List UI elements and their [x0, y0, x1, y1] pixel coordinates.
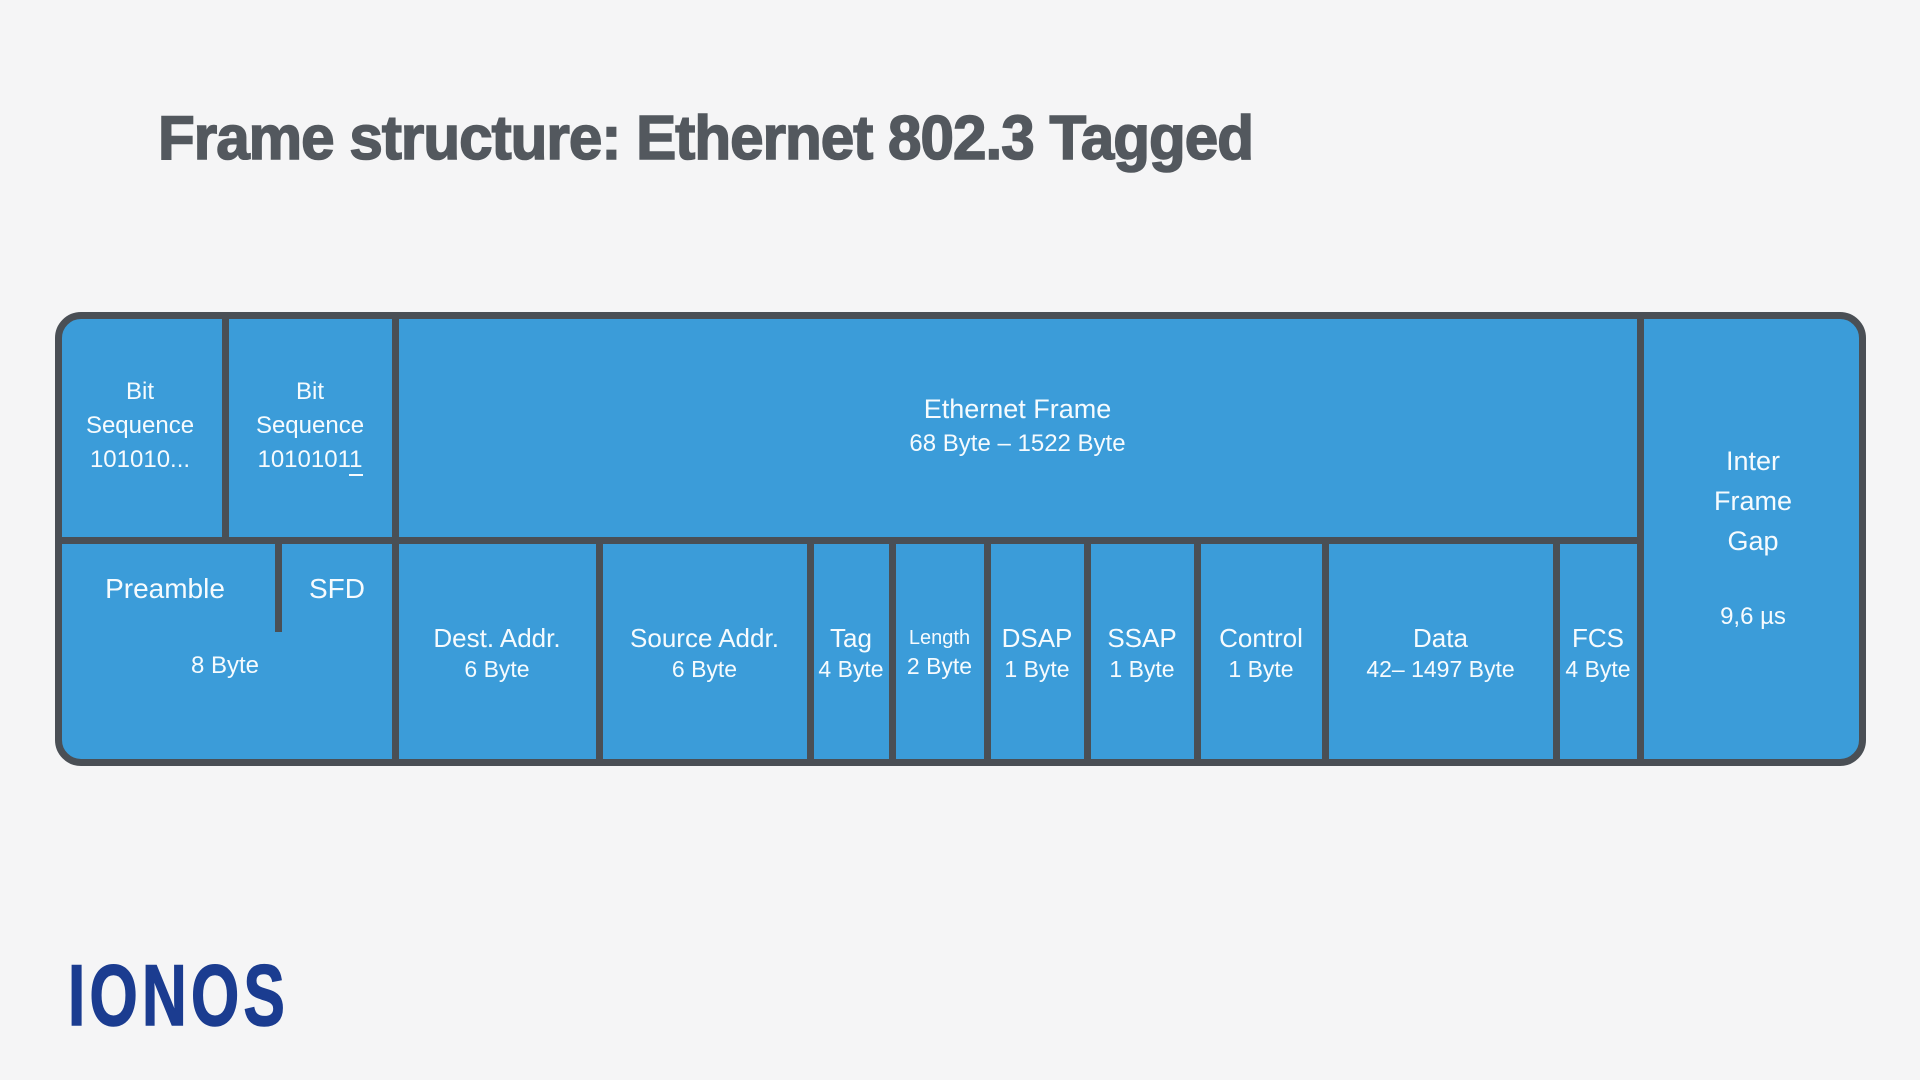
cell-dest-addr: Dest. Addr. 6 Byte: [395, 540, 599, 766]
bit-sequence-2-value: 10101011: [257, 443, 363, 477]
cell-ssap: SSAP 1 Byte: [1087, 540, 1197, 766]
cell-tag: Tag 4 Byte: [810, 540, 892, 766]
dest-addr-size: 6 Byte: [464, 655, 530, 682]
divider-ssap-control: [1194, 540, 1201, 766]
sfd-label: SFD: [309, 573, 365, 604]
control-size: 1 Byte: [1228, 655, 1294, 682]
preamble-size-label: 8 Byte: [190, 652, 260, 679]
dsap-size: 1 Byte: [1004, 655, 1070, 682]
cell-ethernet-frame: Ethernet Frame 68 Byte – 1522 Byte: [395, 312, 1640, 540]
fcs-label: FCS: [1572, 622, 1624, 653]
divider-source-tag: [807, 540, 814, 766]
ethernet-frame-size: 68 Byte – 1522 Byte: [909, 430, 1126, 457]
control-label: Control: [1219, 622, 1303, 653]
divider-length-dsap: [984, 540, 991, 766]
dsap-label: DSAP: [1001, 622, 1073, 653]
source-addr-size: 6 Byte: [671, 655, 738, 682]
preamble-label: Preamble: [105, 573, 225, 604]
data-size: 42– 1497 Byte: [1366, 655, 1515, 682]
tag-size: 4 Byte: [818, 655, 884, 682]
inter-frame-gap-line2: Frame: [1713, 486, 1792, 516]
cell-inter-frame-gap: Inter Frame Gap 9,6 µs: [1640, 312, 1866, 766]
cell-control: Control 1 Byte: [1197, 540, 1325, 766]
source-addr-label: Source Addr.: [630, 622, 779, 653]
bit-sequence-1-line1: Bit: [125, 378, 154, 405]
bit-sequence-1-value: 101010...: [89, 446, 191, 473]
length-label: Length: [908, 626, 971, 649]
divider-tag-length: [889, 540, 896, 766]
bit-sequence-2-value-prefix: 1010101: [257, 446, 350, 473]
cell-fcs: FCS 4 Byte: [1556, 540, 1640, 766]
page-title: Frame structure: Ethernet 802.3 Tagged: [157, 104, 1255, 173]
cell-bit-sequence-1: Bit Sequence 101010...: [55, 312, 225, 540]
cell-dsap: DSAP 1 Byte: [987, 540, 1087, 766]
divider-row: [55, 537, 1640, 544]
cell-data: Data 42– 1497 Byte: [1325, 540, 1556, 766]
cell-source-addr: Source Addr. 6 Byte: [599, 540, 810, 766]
bit-sequence-2-line1: Bit: [295, 378, 324, 405]
cell-sfd: SFD: [282, 540, 392, 638]
inter-frame-gap-value: 9,6 µs: [1720, 603, 1786, 630]
bit-sequence-1-line2: Sequence: [85, 412, 195, 439]
divider-fcs-interframegap: [1637, 312, 1644, 766]
divider-dest-source: [596, 540, 603, 766]
inter-frame-gap-line1: Inter: [1725, 446, 1781, 476]
bit-sequence-2-value-underlined: 1: [349, 446, 363, 476]
length-size: 2 Byte: [906, 652, 973, 679]
divider-control-data: [1322, 540, 1329, 766]
cell-bit-sequence-2: Bit Sequence 10101011: [225, 312, 395, 540]
ionos-logo: IONOS: [67, 948, 290, 1044]
divider-data-fcs: [1553, 540, 1560, 766]
inter-frame-gap-line3: Gap: [1727, 526, 1779, 556]
ssap-size: 1 Byte: [1109, 655, 1175, 682]
divider-bitseq1-bitseq2: [222, 312, 229, 543]
cell-length: Length 2 Byte: [892, 540, 987, 766]
cell-preamble: Preamble: [55, 540, 275, 638]
fcs-size: 4 Byte: [1565, 655, 1631, 682]
bit-sequence-2-line2: Sequence: [255, 412, 365, 439]
tag-label: Tag: [830, 622, 872, 653]
cell-preamble-size: 8 Byte: [55, 632, 395, 700]
ethernet-frame-label: Ethernet Frame: [923, 394, 1112, 424]
divider-dsap-ssap: [1084, 540, 1091, 766]
dest-addr-label: Dest. Addr.: [433, 622, 561, 653]
divider-preamble-sfd: [275, 540, 282, 632]
data-label: Data: [1413, 622, 1468, 653]
ssap-label: SSAP: [1107, 622, 1177, 653]
